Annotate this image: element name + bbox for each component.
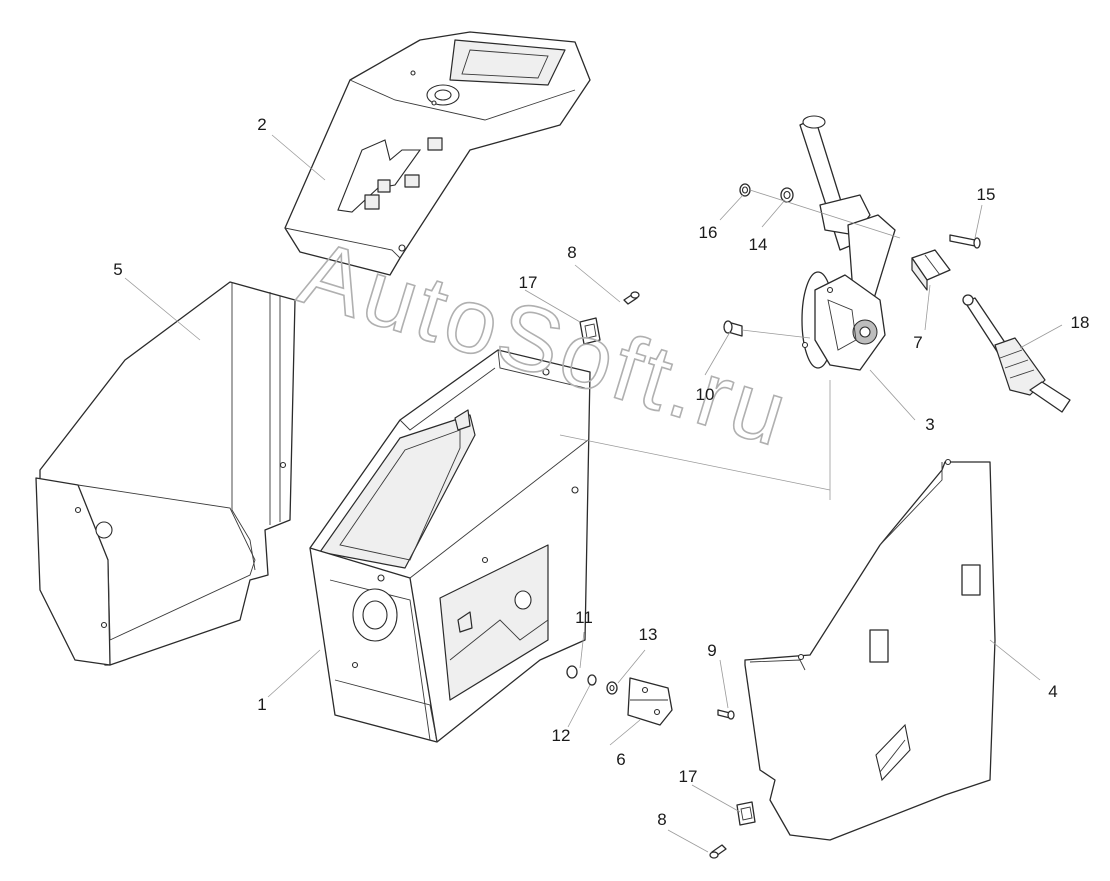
part-1-frame-box bbox=[309, 349, 591, 743]
callout-11: 11 bbox=[575, 608, 593, 627]
callout-14: 14 bbox=[749, 235, 768, 254]
callout-16: 16 bbox=[699, 223, 718, 242]
part-14-washer bbox=[780, 187, 794, 203]
callout-5: 5 bbox=[113, 260, 122, 279]
callout-2: 2 bbox=[257, 115, 266, 134]
callout-12: 12 bbox=[552, 726, 571, 745]
part-10-bolt bbox=[723, 320, 743, 337]
callout-9: 9 bbox=[707, 641, 716, 660]
part-15-pin bbox=[949, 234, 981, 249]
part-12-spring-washer bbox=[587, 674, 597, 686]
part-16-circlip bbox=[739, 183, 751, 197]
part-17-clip-top bbox=[579, 317, 601, 345]
callout-10: 10 bbox=[696, 385, 715, 404]
callout-15: 15 bbox=[977, 185, 996, 204]
callout-17-top: 17 bbox=[519, 273, 538, 292]
leader-lines bbox=[124, 134, 1063, 853]
part-2-console-cover bbox=[284, 31, 591, 276]
part-7-bushing-block bbox=[911, 249, 951, 291]
part-5-left-side-panel bbox=[35, 281, 296, 666]
part-13-washer bbox=[606, 681, 618, 695]
callout-3: 3 bbox=[925, 415, 934, 434]
callout-8-bottom: 8 bbox=[657, 810, 666, 829]
callout-17-bottom: 17 bbox=[679, 767, 698, 786]
callout-6: 6 bbox=[616, 750, 625, 769]
part-4-right-side-panel bbox=[744, 458, 996, 841]
part-11-nut bbox=[566, 665, 578, 679]
part-18-cable-end bbox=[962, 294, 1071, 413]
callout-4: 4 bbox=[1048, 682, 1057, 701]
callout-8-top: 8 bbox=[567, 243, 576, 262]
callout-13: 13 bbox=[639, 625, 658, 644]
part-8-screw-bottom bbox=[709, 844, 727, 859]
callout-1: 1 bbox=[257, 695, 266, 714]
part-6-bracket bbox=[627, 677, 673, 726]
callout-labels: 2 5 1 3 4 6 7 8 8 9 10 11 12 13 14 15 16… bbox=[113, 115, 1089, 829]
callout-18: 18 bbox=[1071, 313, 1090, 332]
callout-7: 7 bbox=[913, 333, 922, 352]
part-3-shift-lever bbox=[799, 115, 896, 371]
part-17-clip-bottom bbox=[736, 801, 756, 826]
part-8-screw-top bbox=[623, 291, 640, 305]
part-9-screw bbox=[717, 709, 735, 720]
